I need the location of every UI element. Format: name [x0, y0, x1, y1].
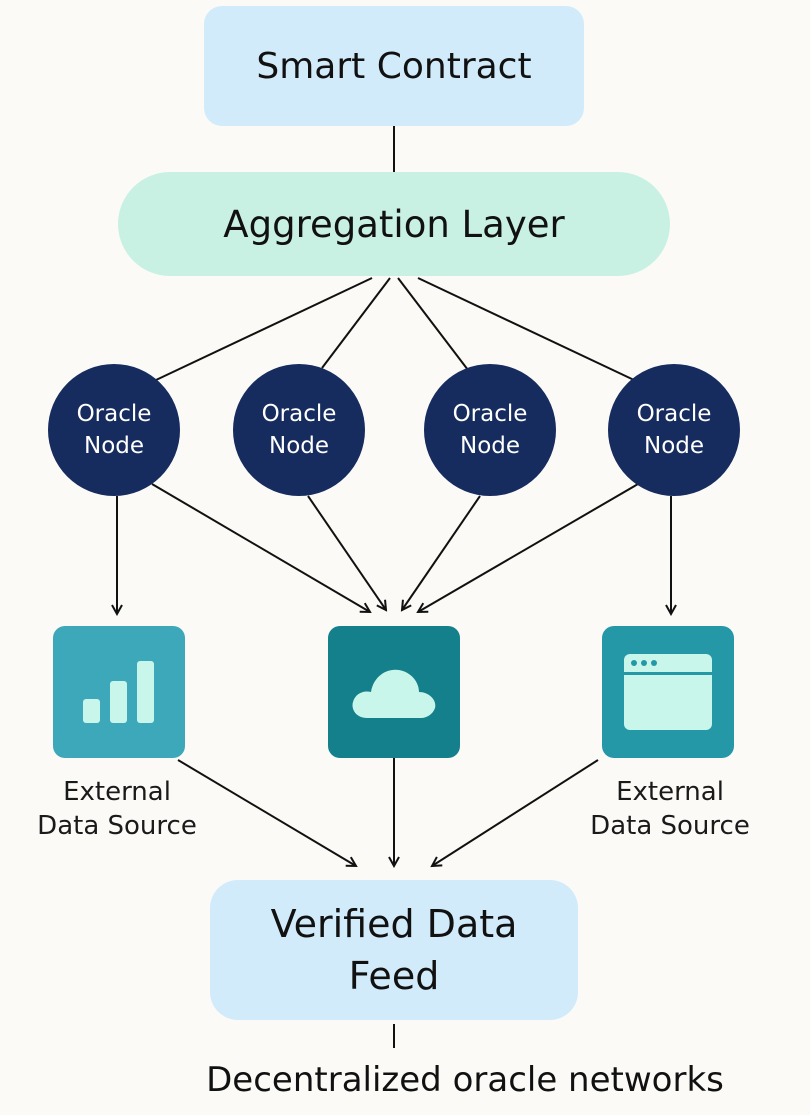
browser-window-icon	[624, 654, 712, 730]
verified-data-feed-node: Verified Data Feed	[210, 880, 578, 1020]
oracle-node-label-line1: Oracle	[76, 401, 152, 427]
oracle-node-2: Oracle Node	[233, 364, 365, 496]
source-label-line2: Data Source	[37, 811, 197, 841]
edge-oracle-4-cloud	[418, 483, 639, 612]
oracle-node-label-line2: Node	[459, 433, 521, 459]
edge-aggregation-oracle-3	[397, 277, 469, 371]
oracle-node-label-line2: Node	[268, 433, 330, 459]
verified-feed-label-line1: Verified Data	[270, 902, 518, 946]
smart-contract-label: Smart Contract	[256, 45, 532, 87]
bar-chart-icon	[83, 661, 154, 723]
verified-feed-label-line2: Feed	[348, 954, 440, 998]
source-label-line2: Data Source	[590, 811, 750, 841]
aggregation-layer-node: Aggregation Layer	[118, 172, 670, 276]
edge-aggregation-oracle-4	[417, 277, 635, 381]
oracle-node-label-line1: Oracle	[452, 401, 528, 427]
aggregation-layer-label: Aggregation Layer	[223, 202, 565, 246]
edge-oracle-1-cloud	[151, 483, 370, 612]
source-label-line1: External	[63, 777, 171, 807]
edge-oracle-2-cloud	[307, 495, 386, 610]
diagram-caption: Decentralized oracle networks	[206, 1060, 724, 1100]
oracle-node-label-line1: Oracle	[261, 401, 337, 427]
edge-oracle-3-cloud	[402, 495, 481, 610]
oracle-node-label-line2: Node	[643, 433, 705, 459]
external-data-source-label-left: External Data Source	[7, 775, 227, 843]
data-source-tile-window	[602, 626, 734, 758]
oracle-node-label-line1: Oracle	[636, 401, 712, 427]
edge-chart-feed	[177, 759, 356, 866]
smart-contract-node: Smart Contract	[204, 6, 584, 126]
data-source-tile-chart	[53, 626, 185, 758]
oracle-node-3: Oracle Node	[424, 364, 556, 496]
edge-window-feed	[432, 759, 599, 866]
edge-aggregation-oracle-2	[321, 277, 391, 369]
cloud-icon	[352, 669, 436, 718]
oracle-node-label-line2: Node	[83, 433, 145, 459]
external-data-source-label-right: External Data Source	[560, 775, 780, 843]
data-source-tile-cloud	[328, 626, 460, 758]
source-label-line1: External	[616, 777, 724, 807]
oracle-node-1: Oracle Node	[48, 364, 180, 496]
edge-aggregation-oracle-1	[155, 277, 373, 381]
oracle-node-4: Oracle Node	[608, 364, 740, 496]
